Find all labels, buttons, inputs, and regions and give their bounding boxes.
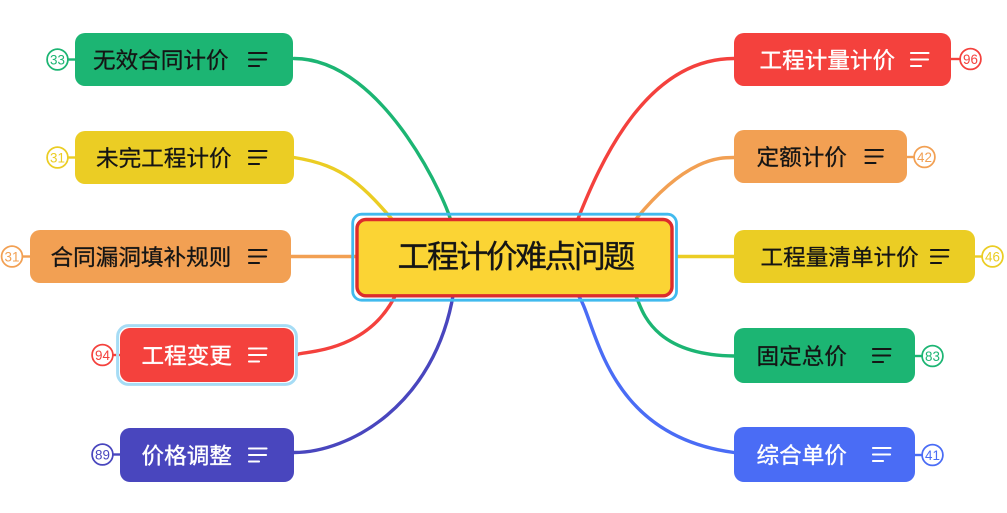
svg-text:41: 41	[925, 448, 940, 463]
svg-text:94: 94	[95, 348, 110, 363]
svg-text:42: 42	[917, 150, 932, 165]
svg-text:31: 31	[50, 151, 65, 166]
svg-text:46: 46	[985, 250, 1000, 265]
svg-text:83: 83	[925, 349, 940, 364]
svg-text:33: 33	[50, 53, 65, 68]
svg-text:89: 89	[95, 448, 110, 463]
svg-text:31: 31	[5, 250, 20, 265]
svg-text:96: 96	[963, 52, 978, 67]
